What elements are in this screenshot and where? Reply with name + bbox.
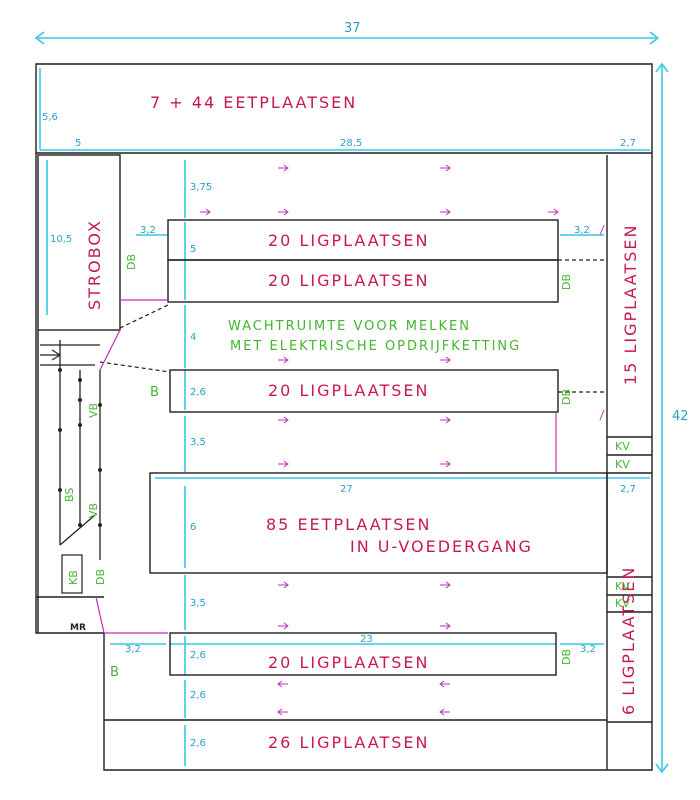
marker-kv-1: KV (615, 440, 630, 453)
marker-db-4: DB (94, 569, 107, 585)
dim-strobox-height: 10,5 (50, 234, 72, 245)
dim-feed-height: 6 (190, 522, 196, 533)
dim-feed-right: 2,7 (620, 484, 636, 495)
dim-lower-b: 2,6 (190, 690, 206, 701)
label-feed-1: 85 EETPLAATSEN (266, 515, 431, 534)
dim-alley: 3,5 (190, 437, 206, 448)
dim-cubicle-double: 5 (190, 244, 196, 255)
marker-db-5: DB (560, 649, 573, 665)
dim-total-width: 37 (344, 21, 361, 36)
marker-bs: BS (63, 488, 76, 502)
dim-cubicle-length-right: 3,2 (574, 225, 590, 236)
marker-db-2: DB (560, 274, 573, 290)
dim-waiting-height: 4 (190, 332, 196, 343)
dim-cubicle-length: 3,2 (140, 225, 156, 236)
marker-kv-2: KV (615, 458, 630, 471)
marker-b-2: B (110, 665, 119, 680)
dimension-lines (34, 31, 669, 774)
dim-lower-cubicle: 3,2 (125, 644, 141, 655)
dim-lower-a: 2,6 (190, 650, 206, 661)
marker-kv-3: KV (615, 580, 630, 593)
dim-feed-width: 27 (340, 484, 353, 495)
label-cubicles-5: 26 LIGPLAATSEN (268, 733, 430, 752)
marker-kb: KB (67, 570, 80, 585)
label-right-cubicles: 15 LIGPLAATSEN (621, 223, 640, 385)
marker-db-1: DB (125, 254, 138, 270)
dim-lower-c: 2,6 (190, 738, 206, 749)
marker-b-1: B (150, 385, 159, 400)
dim-barn-width: 28,5 (340, 138, 362, 149)
label-cubicles-4: 20 LIGPLAATSEN (268, 653, 430, 672)
label-cubicles-2: 20 LIGPLAATSEN (268, 271, 430, 290)
label-waiting-2: MET ELEKTRISCHE OPDRIJFKETTING (230, 339, 521, 354)
flow-lines (95, 299, 557, 634)
dim-aisle-top: 3,75 (190, 182, 212, 193)
milking-parlour (40, 340, 102, 594)
label-cubicles-3: 20 LIGPLAATSEN (268, 381, 430, 400)
dim-lower-cubicle-right: 3,2 (580, 644, 596, 655)
marker-db-3: DB (560, 389, 573, 405)
marker-vb-1: VB (87, 403, 100, 418)
dim-alley-lower: 3,5 (190, 598, 206, 609)
dim-right-aisle-width: 2,7 (620, 138, 636, 149)
label-cubicles-1: 20 LIGPLAATSEN (268, 231, 430, 250)
flow-arrows (200, 164, 605, 716)
label-top-feeding: 7 + 44 EETPLAATSEN (150, 93, 357, 112)
label-waiting-1: WACHTRUIMTE VOOR MELKEN (228, 319, 471, 334)
label-strobox: STROBOX (85, 219, 104, 310)
dim-cubicle-single: 2,6 (190, 387, 206, 398)
marker-mr: MR (70, 623, 86, 633)
dim-lower-length: 23 (360, 634, 373, 645)
dashed-lines (99, 259, 607, 393)
walls (35, 63, 653, 771)
dim-top-zone-height: 5,6 (42, 112, 58, 123)
dim-total-height: 42 (672, 409, 689, 424)
label-feed-2: IN U-VOEDERGANG (350, 537, 533, 556)
dim-strobox-width: 5 (75, 138, 81, 149)
marker-kv-4: KV (615, 597, 630, 610)
label-right-cubicles-lower: 6 LIGPLAATSEN (619, 566, 638, 715)
marker-vb-2: VB (87, 503, 100, 518)
